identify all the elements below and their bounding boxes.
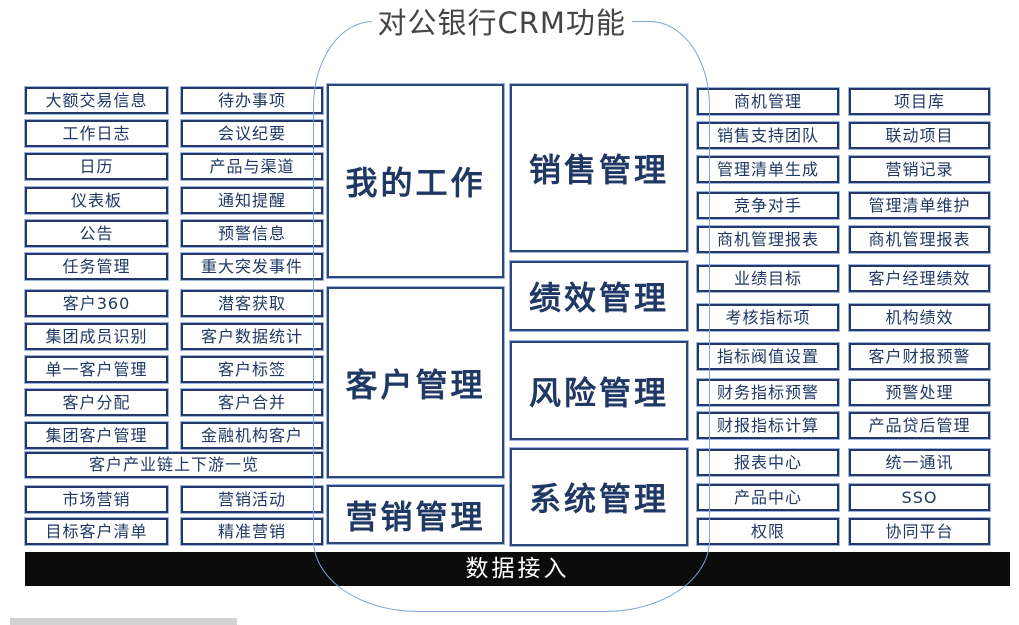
right-feature-box: 商机管理报表	[697, 226, 839, 253]
left-feature-box: 产品与渠道	[181, 153, 323, 180]
left-feature-box: 集团成员识别	[25, 323, 168, 350]
right-feature-box: 联动项目	[849, 122, 990, 149]
right-feature-box: 协同平台	[849, 518, 990, 545]
left-feature-box: 公告	[25, 220, 168, 247]
left-feature-box: 工作日志	[25, 120, 168, 147]
right-feature-box: 考核指标项	[697, 304, 839, 331]
module-box: 绩效管理	[510, 261, 688, 331]
right-feature-box: SSO	[849, 484, 990, 511]
right-feature-box: 客户财报预警	[849, 343, 990, 370]
module-box: 营销管理	[327, 485, 504, 544]
right-feature-box: 营销记录	[849, 156, 990, 183]
left-feature-box: 营销活动	[181, 486, 323, 513]
right-feature-box: 产品中心	[697, 484, 839, 511]
right-feature-box: 统一通讯	[849, 449, 990, 476]
left-feature-box: 市场营销	[25, 486, 168, 513]
right-feature-box: 销售支持团队	[697, 122, 839, 149]
left-feature-box: 预警信息	[181, 220, 323, 247]
right-feature-box: 预警处理	[849, 379, 990, 406]
module-box: 我的工作	[327, 84, 504, 278]
right-feature-box: 商机管理报表	[849, 226, 990, 253]
module-box: 风险管理	[510, 341, 688, 440]
right-feature-box: 商机管理	[697, 88, 839, 115]
left-feature-box: 任务管理	[25, 253, 168, 280]
left-feature-box: 待办事项	[181, 87, 323, 114]
bottom-edge-strip	[10, 618, 237, 625]
module-box: 系统管理	[510, 448, 688, 546]
right-feature-box: 机构绩效	[849, 304, 990, 331]
right-feature-box: 业绩目标	[697, 265, 839, 292]
left-feature-box: 金融机构客户	[181, 422, 323, 449]
left-feature-box: 潜客获取	[181, 290, 323, 317]
data-access-bar: 数据接入	[25, 552, 1010, 586]
left-feature-box: 客户360	[25, 290, 168, 317]
right-feature-box: 报表中心	[697, 449, 839, 476]
left-feature-box-wide: 客户产业链上下游一览	[25, 452, 323, 478]
left-feature-box: 集团客户管理	[25, 422, 168, 449]
left-feature-box: 精准营销	[181, 518, 323, 545]
left-feature-box: 客户分配	[25, 389, 168, 416]
left-feature-box: 客户数据统计	[181, 323, 323, 350]
data-access-label: 数据接入	[465, 555, 570, 582]
diagram-title: 对公银行CRM功能	[371, 4, 632, 43]
module-box: 客户管理	[327, 287, 504, 478]
left-feature-box: 仪表板	[25, 187, 168, 214]
right-feature-box: 权限	[697, 518, 839, 545]
left-feature-box: 重大突发事件	[181, 253, 323, 280]
right-feature-box: 产品贷后管理	[849, 412, 990, 439]
right-feature-box: 财报指标计算	[697, 412, 839, 439]
left-feature-box: 客户合并	[181, 389, 323, 416]
left-feature-box: 大额交易信息	[25, 87, 168, 114]
right-feature-box: 管理清单生成	[697, 156, 839, 183]
right-feature-box: 客户经理绩效	[849, 265, 990, 292]
left-feature-box: 日历	[25, 153, 168, 180]
right-feature-box: 管理清单维护	[849, 192, 990, 219]
right-feature-box: 项目库	[849, 88, 990, 115]
left-feature-box: 会议纪要	[181, 120, 323, 147]
left-feature-box: 目标客户清单	[25, 518, 168, 545]
left-feature-box: 单一客户管理	[25, 356, 168, 383]
left-feature-box: 通知提醒	[181, 187, 323, 214]
right-feature-box: 指标阀值设置	[697, 343, 839, 370]
left-feature-box: 客户标签	[181, 356, 323, 383]
module-box: 销售管理	[510, 84, 688, 252]
right-feature-box: 竞争对手	[697, 192, 839, 219]
right-feature-box: 财务指标预警	[697, 379, 839, 406]
